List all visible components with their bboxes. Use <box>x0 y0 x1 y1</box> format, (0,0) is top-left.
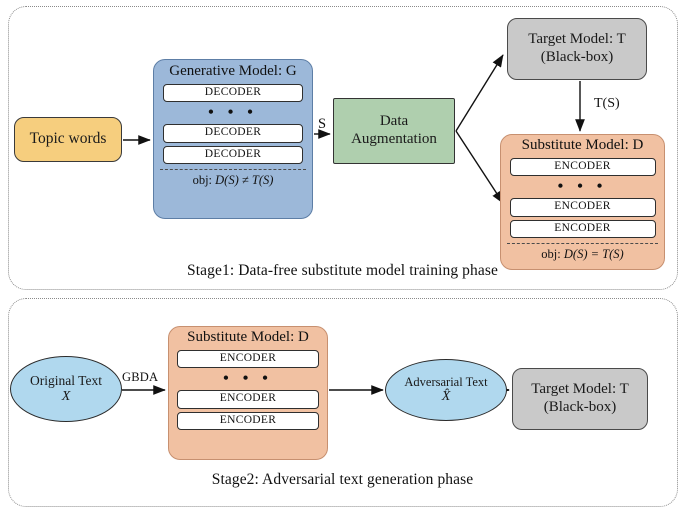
substitute-stage2-layer-encoder-3: ENCODER <box>177 411 319 431</box>
substitute-objective-divider <box>507 243 658 245</box>
stage1-caption: Stage1: Data-free substitute model train… <box>187 262 498 279</box>
generative-layer-decoder-2: DECODER <box>163 124 303 143</box>
substitute-stage1-layer-encoder-2: ENCODER <box>509 198 656 217</box>
generative-objective-divider <box>160 169 306 171</box>
stage2-caption: Stage2: Adversarial text generation phas… <box>211 471 474 488</box>
substitute-model-stage2-title: Substitute Model: D <box>187 329 309 345</box>
target-model-stage2-line1: Target Model: T <box>531 381 629 398</box>
original-text-label: Original Text <box>30 373 102 389</box>
generative-layer-decoder-3: DECODER <box>163 145 303 165</box>
edge-label-gbda: GBDA <box>122 370 159 384</box>
topic-words-box[interactable]: Topic words <box>14 117 122 162</box>
adversarial-text-variable: X̂ <box>441 389 451 405</box>
substitute-stage1-ellipsis-dots: • • • <box>557 178 608 196</box>
generative-objective-prefix: obj: <box>192 173 216 188</box>
topic-words-label: Topic words <box>29 130 107 148</box>
generative-objective-formula: D(S) ≠ T(S) <box>215 173 274 188</box>
generative-model-title: Generative Model: G <box>169 63 297 79</box>
substitute-stage2-layer-encoder-2: ENCODER <box>177 390 319 409</box>
substitute-stage1-layer-encoder-1: ENCODER <box>509 157 656 177</box>
substitute-objective-formula: D(S) = T(S) <box>563 247 624 262</box>
generative-objective: obj: D(S) ≠ T(S) <box>154 173 312 188</box>
original-text-variable: X <box>61 388 71 404</box>
stage1-frame <box>8 6 678 290</box>
substitute-model-box-stage2[interactable]: Substitute Model: D ENCODER • • • ENCODE… <box>168 326 328 460</box>
stage2-frame <box>8 298 678 507</box>
generative-model-box[interactable]: Generative Model: G DECODER • • • DECODE… <box>153 59 313 219</box>
target-model-stage1-line1: Target Model: T <box>528 31 626 48</box>
substitute-objective-prefix: obj: <box>541 247 564 262</box>
generative-ellipsis-dots: • • • <box>208 104 258 122</box>
data-augmentation-line1: Data <box>379 113 409 130</box>
data-augmentation-line2: Augmentation <box>351 131 437 147</box>
data-augmentation-box[interactable]: Data Augmentation <box>333 98 455 164</box>
target-model-box-stage1[interactable]: Target Model: T (Black-box) <box>507 18 647 80</box>
substitute-model-box-stage1[interactable]: Substitute Model: D ENCODER • • • ENCODE… <box>500 134 665 270</box>
target-model-stage1-line2: (Black-box) <box>540 49 614 65</box>
adversarial-text-label: Adversarial Text <box>404 374 488 389</box>
substitute-model-stage1-title: Substitute Model: D <box>521 137 644 153</box>
substitute-stage2-layer-encoder-1: ENCODER <box>177 349 319 369</box>
substitute-stage1-layer-encoder-3: ENCODER <box>509 219 656 239</box>
substitute-stage2-ellipsis-dots: • • • <box>223 370 273 388</box>
edge-label-s: S <box>318 116 327 132</box>
target-model-stage2-line2: (Black-box) <box>543 399 617 415</box>
substitute-objective: obj: D(S) = T(S) <box>501 247 664 262</box>
edge-label-ts: T(S) <box>594 96 620 111</box>
generative-layer-decoder-1: DECODER <box>163 83 303 103</box>
target-model-box-stage2[interactable]: Target Model: T (Black-box) <box>512 368 648 430</box>
adversarial-text-ellipse[interactable]: Adversarial Text X̂ <box>385 359 507 421</box>
original-text-ellipse[interactable]: Original Text X <box>10 356 122 422</box>
